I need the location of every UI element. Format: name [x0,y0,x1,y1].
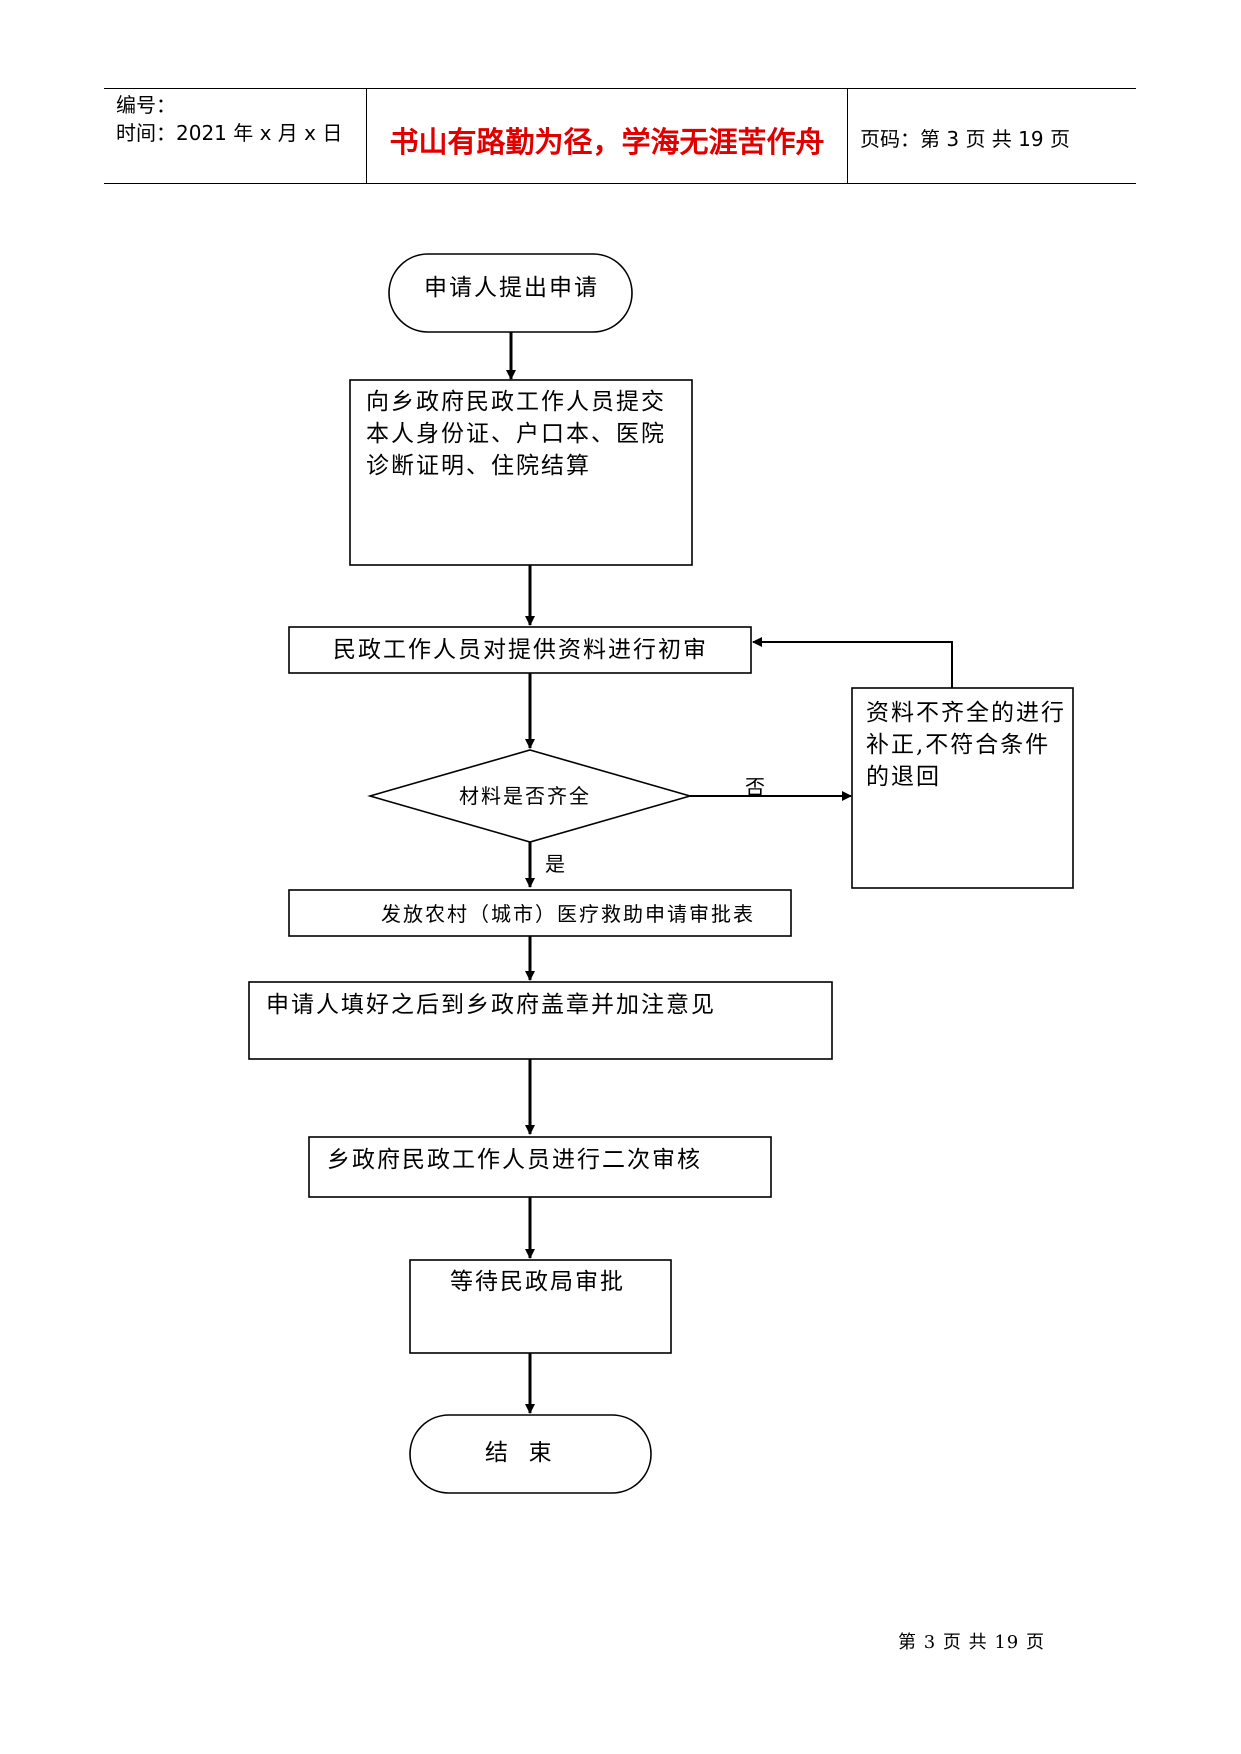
submit-documents-box [349,379,693,566]
document-time-label: 时间：2021 年 x 月 x 日 [116,121,343,145]
start-label: 申请人提出申请 [424,275,599,301]
header-page-cell: 页码：第 3 页 共 19 页 [848,89,1136,183]
header-motto-cell: 书山有路勤为径，学海无涯苦作舟 [367,89,848,183]
await-approval-label: 等待民政局审批 [450,1269,625,1295]
second-review-box [308,1136,772,1198]
issue-form-box [288,889,792,937]
fill-stamp-box [248,981,833,1060]
header-page-info: 页码：第 3 页 共 19 页 [860,127,1070,151]
await-approval-box [409,1259,672,1354]
header-meta-cell: 编号： 时间：2021 年 x 月 x 日 [104,89,367,183]
initial-review-label: 民政工作人员对提供资料进行初审 [333,637,708,663]
supplement-box [851,687,1074,889]
initial-review-box [288,626,752,674]
end-label: 结 束 [485,1440,554,1466]
arrow-supplement-feedback [752,637,953,688]
submit-label: 向乡政府民政工作人员提交本人身份证、户口本、医院诊断证明、住院结算 [366,389,666,479]
page-footer: 第 3 页 共 19 页 [898,1632,1045,1653]
fill-stamp-label: 申请人填好之后到乡政府盖章并加注意见 [266,992,716,1018]
issue-form-label: 发放农村（城市）医疗救助申请审批表 [381,902,755,926]
second-review-label: 乡政府民政工作人员进行二次审核 [327,1147,702,1173]
decision-label: 材料是否齐全 [459,784,591,808]
header-motto: 书山有路勤为径，学海无涯苦作舟 [389,125,825,159]
document-header: 编号： 时间：2021 年 x 月 x 日 书山有路勤为径，学海无涯苦作舟 页码… [104,88,1136,184]
document-number-label: 编号： [116,93,176,117]
supplement-label: 资料不齐全的进行补正,不符合条件的退回 [866,700,1066,790]
decision-no-label: 否 [745,775,767,799]
decision-yes-label: 是 [545,852,567,876]
end-terminal [409,1414,652,1494]
